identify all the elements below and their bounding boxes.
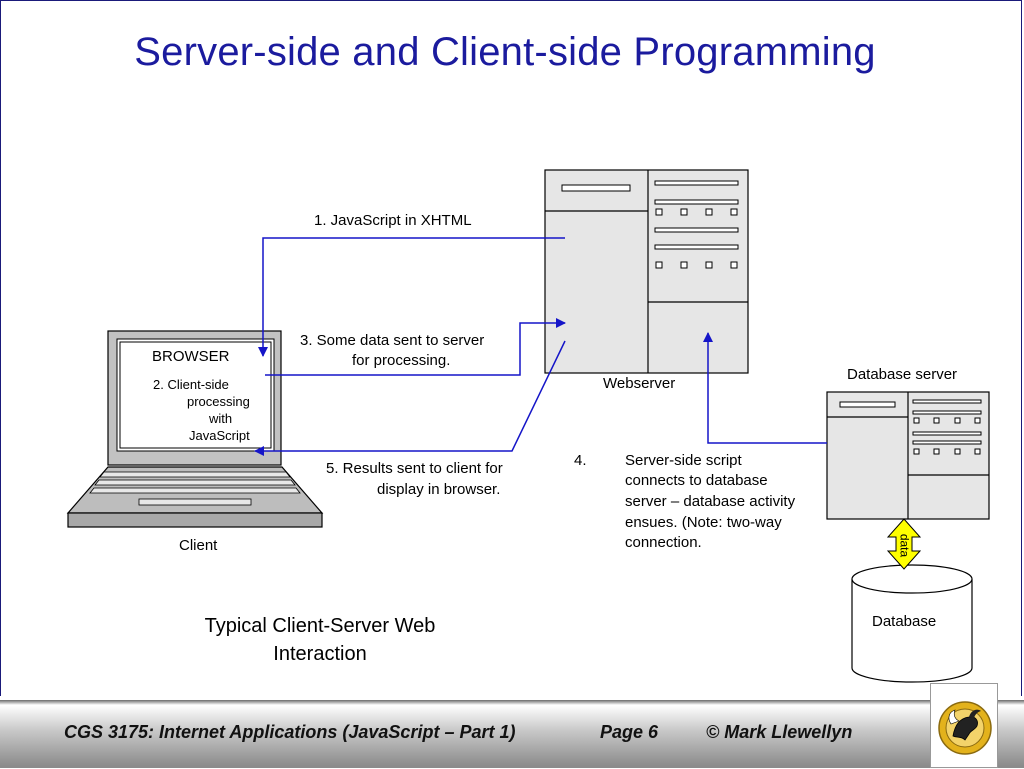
caption-line2: Interaction (273, 643, 367, 665)
step3-label-line2: for processing. (352, 352, 451, 369)
step4-number: 4. (574, 452, 587, 469)
slide-title: Server-side and Client-side Programming (134, 30, 876, 74)
logo-box (930, 683, 998, 768)
caption-line1: Typical Client-Server Web (204, 615, 436, 637)
step4-line1: Server-side script (625, 452, 742, 469)
step2-line3: with (209, 411, 233, 426)
client-label: Client (179, 537, 218, 554)
footer-copyright: © Mark Llewellyn (706, 722, 853, 742)
data-double-arrow (886, 518, 922, 570)
database-server-label: Database server (847, 366, 958, 383)
step1-label: 1. JavaScript in XHTML (314, 212, 472, 229)
browser-label: BROWSER (152, 348, 230, 365)
footer-page: Page 6 (600, 722, 659, 742)
step4-line2: connects to database (625, 472, 768, 489)
diagram-caption: Typical Client-Server Web Interaction (170, 612, 470, 668)
step5-label-line1: 5. Results sent to client for (326, 460, 503, 477)
webserver-label: Webserver (603, 375, 676, 392)
data-arrow-label: data (897, 533, 912, 558)
footer-course: CGS 3175: Internet Applications (JavaScr… (64, 722, 516, 742)
step3-label-line1: 3. Some data sent to server (300, 332, 485, 349)
step4-line5: connection. (625, 534, 702, 551)
arrow-step4 (703, 332, 827, 444)
step5-label-line2: display in browser. (377, 481, 501, 498)
step2-line2: processing (187, 394, 250, 409)
arrow-step1 (258, 237, 565, 357)
step2-line1: 2. Client-side (153, 377, 229, 392)
pegasus-logo-icon (938, 701, 992, 755)
laptop-icon (66, 330, 324, 528)
step2-line4: JavaScript (189, 428, 250, 443)
database-server-icon (826, 391, 990, 520)
database-label: Database (872, 613, 937, 630)
slide-frame (0, 0, 1022, 696)
step4-line4: ensues. (Note: two-way (625, 514, 782, 531)
webserver-icon (544, 169, 749, 374)
arrow-step3 (265, 318, 566, 376)
footer-band (0, 700, 1024, 768)
database-cylinder-icon (851, 564, 973, 683)
arrow-step5 (254, 340, 566, 456)
step4-line3: server – database activity (625, 493, 796, 510)
